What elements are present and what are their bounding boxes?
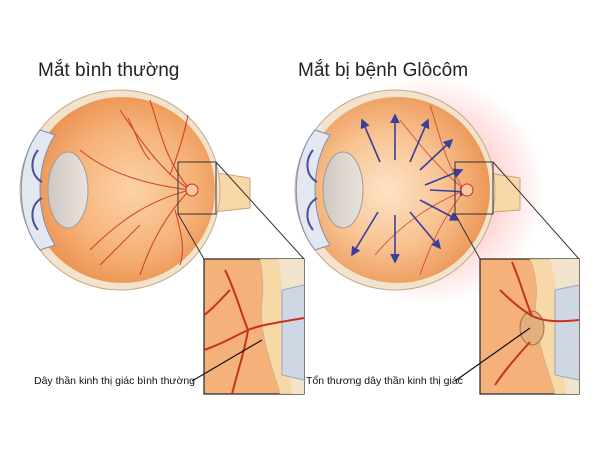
zoom-line-right-bottom (454, 213, 481, 260)
normal-eye (19, 89, 305, 291)
cornea-glaucoma (295, 129, 331, 251)
pointer-damaged (454, 327, 531, 382)
arrow-up-left (360, 118, 381, 163)
zoom-line-right-top (492, 161, 580, 260)
damaged-nerve-label: Tổn thương dây thần kinh thị giác (306, 375, 463, 387)
retinal-vessels-glaucoma (374, 104, 466, 276)
arrow-up-right (409, 118, 430, 163)
optic-disc-glaucoma (460, 183, 474, 197)
optic-disc (185, 183, 199, 197)
damaged-cup (519, 310, 545, 346)
arrow-down-right (409, 211, 442, 250)
arrow-down-left (351, 211, 379, 257)
iris-top (31, 149, 43, 183)
arrow-right-up (419, 138, 454, 171)
inset-vessels-right (494, 261, 579, 386)
arrow-right-down (419, 199, 460, 221)
zoom-box-right (454, 161, 494, 215)
damaged-nerve-inset (479, 258, 580, 395)
normal-nerve-inset (203, 258, 305, 395)
normal-nerve-label: Dây thần kinh thị giác bình thường (34, 375, 196, 387)
lens-glaucoma (322, 151, 364, 229)
cornea (20, 129, 56, 251)
inset-vessels-left (204, 269, 304, 394)
zoom-line-left-top (215, 161, 305, 260)
iris-bottom (31, 197, 43, 231)
zoom-line-left-bottom (177, 213, 205, 260)
normal-eye-title: Mắt bình thường (38, 60, 180, 81)
arrow-right (424, 168, 464, 186)
pointer-normal (191, 339, 263, 382)
zoom-box-left (177, 161, 217, 215)
glaucoma-eye (294, 75, 580, 305)
lens (47, 151, 89, 229)
iris-top-glaucoma (306, 149, 318, 183)
eyeball (29, 97, 215, 283)
iris-bottom-glaucoma (306, 197, 318, 231)
